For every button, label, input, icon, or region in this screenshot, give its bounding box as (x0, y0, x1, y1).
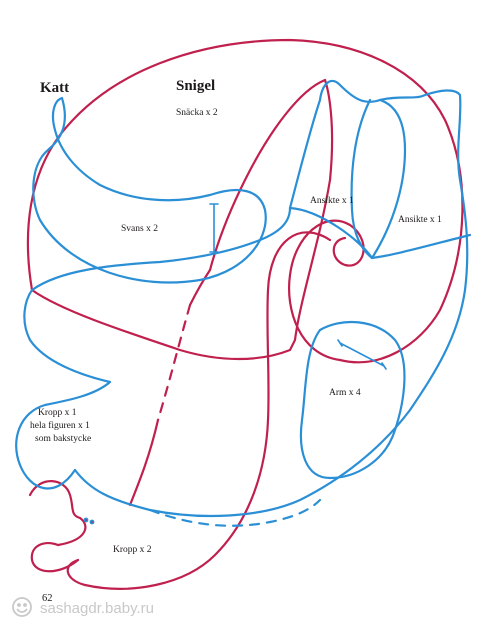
body-dots (83, 517, 95, 525)
snail-body-line-lower (128, 418, 160, 507)
cat-tail-outline (32, 96, 267, 284)
cat-head-outline (73, 79, 469, 518)
tail-marker (209, 203, 219, 253)
snail-base-line (30, 78, 334, 361)
cat-arm-outline (299, 320, 406, 480)
snail-antenna-bottom (30, 542, 80, 573)
cat-ear-line (350, 98, 407, 260)
arm-marker (337, 339, 387, 370)
snail-antenna-link (56, 516, 87, 547)
snail-body-outer (66, 231, 332, 590)
snail-spiral-line (288, 219, 365, 362)
label-kropp-cat: Kropp x 2 (113, 545, 152, 555)
watermark-text: sashagdr.baby.ru (40, 600, 154, 617)
label-kropp-snail-3: som bakstycke (35, 434, 91, 444)
cat-body-top (30, 206, 292, 292)
cat-pattern-outline (15, 79, 472, 518)
snail-dashed-cut-line (156, 303, 192, 422)
label-snacka: Snäcka x 2 (176, 108, 218, 118)
snail-inner-line (208, 78, 327, 272)
title-cat: Katt (40, 80, 69, 96)
snail-body-line-upper (188, 268, 212, 307)
title-snail: Snigel (176, 78, 215, 94)
cat-dashed-cut-line (148, 498, 322, 527)
smiley-icon (12, 597, 32, 617)
label-ansikte-snail: Ansikte x 1 (310, 196, 354, 206)
snail-pattern-outline (26, 38, 464, 590)
label-kropp-snail-2: hela figuren x 1 (30, 420, 90, 431)
alignment-markers (83, 203, 387, 525)
label-svans: Svans x 2 (121, 224, 158, 234)
cat-body-line (15, 288, 112, 490)
label-arm: Arm x 4 (329, 388, 361, 398)
label-ansikte-cat: Ansikte x 1 (398, 215, 442, 225)
label-kropp-snail-1: Kropp x 1 (38, 408, 77, 418)
snail-antenna-top (28, 480, 82, 520)
page-number: 62 (42, 593, 53, 604)
